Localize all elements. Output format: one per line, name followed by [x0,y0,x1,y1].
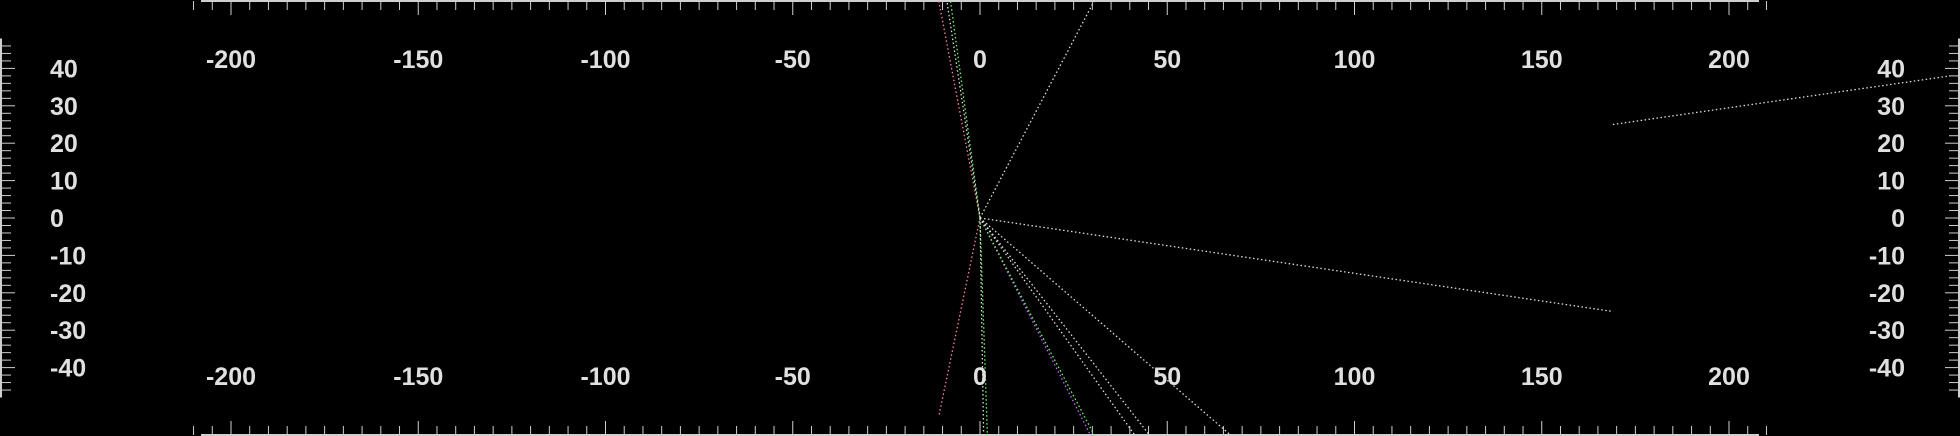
series-layer [938,0,1951,436]
y-tick-label-right: 40 [1877,55,1905,83]
x-tick-label-top: 100 [1334,46,1376,74]
series-line-5 [979,0,1096,219]
series-line-6 [979,217,985,436]
x-tick-label-top: -100 [580,46,630,74]
y-tick-label-right: -40 [1869,355,1905,383]
x-tick-label-bottom: -100 [580,363,630,391]
y-tick-label-right: 0 [1891,205,1905,233]
y-tick-label-left: 20 [50,130,78,158]
x-tick-label-top: -150 [393,46,443,74]
series-line-12 [1612,75,1951,126]
x-tick-label-top: 50 [1153,46,1181,74]
x-tick-label-top: 0 [973,46,987,74]
x-tick-label-bottom: 200 [1708,363,1750,391]
series-line-4 [979,217,1096,436]
x-tick-label-bottom: 100 [1334,363,1376,391]
x-tick-label-bottom: -150 [393,363,443,391]
x-tick-label-bottom: -200 [206,363,256,391]
x-tick-label-top: 150 [1521,46,1563,74]
x-tick-label-bottom: 0 [973,363,987,391]
series-line-11 [979,217,1613,313]
x-tick-label-top: -200 [206,46,256,74]
y-tick-label-right: -30 [1869,317,1905,345]
y-tick-label-right: 10 [1877,168,1905,196]
x-tick-label-top: 200 [1708,46,1750,74]
y-tick-label-left: 10 [50,168,78,196]
x-tick-label-bottom: 50 [1153,363,1181,391]
series-line-9 [979,217,1137,436]
y-tick-label-left: 30 [50,93,78,121]
tick-labels-group: -200-200-150-150-100-100-50-500050501001… [50,46,1905,391]
y-tick-label-left: -30 [50,317,86,345]
y-tick-label-right: 20 [1877,130,1905,158]
x-tick-label-bottom: -50 [775,363,811,391]
y-tick-label-right: -20 [1869,280,1905,308]
y-tick-label-right: 30 [1877,93,1905,121]
y-tick-label-right: -10 [1869,242,1905,270]
y-tick-label-left: 0 [50,205,64,233]
y-tick-label-left: -10 [50,242,86,270]
y-tick-label-left: 40 [50,55,78,83]
series-line-10 [979,217,1233,436]
series-line-7 [946,0,981,219]
y-tick-label-left: -40 [50,355,86,383]
series-line-8 [979,217,1152,436]
y-tick-label-left: -20 [50,280,86,308]
x-tick-label-bottom: 150 [1521,363,1563,391]
x-tick-label-top: -50 [775,46,811,74]
